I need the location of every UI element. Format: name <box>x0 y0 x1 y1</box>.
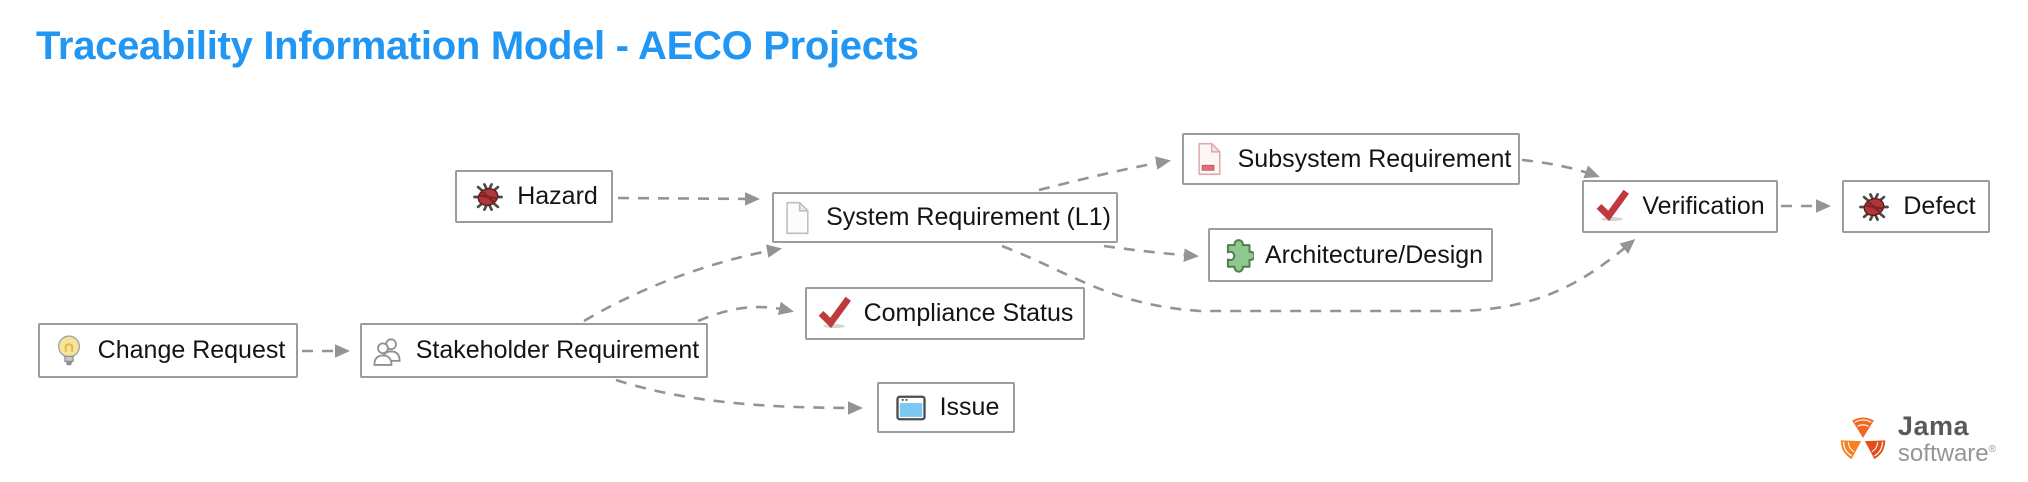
edge-system-requirement-l1-to-verification <box>1001 239 1636 313</box>
check-icon <box>1595 189 1631 225</box>
bug-icon <box>473 182 504 211</box>
node-label: Architecture/Design <box>1264 240 1484 269</box>
page-title: Traceability Information Model - AECO Pr… <box>36 24 919 68</box>
edge-hazard-to-system-requirement-l1 <box>617 192 761 206</box>
node-label: Change Request <box>97 336 286 364</box>
people-icon <box>373 337 401 366</box>
logo-sub-word: software <box>1897 440 1989 467</box>
edge-system-requirement-l1-to-architecture-design <box>1103 244 1199 262</box>
node-verification: Verification <box>1582 180 1778 233</box>
node-label: System Requirement (L1) <box>826 203 1111 231</box>
edge-system-requirement-l1-to-subsystem-requirement <box>1038 156 1171 192</box>
node-label: Defect <box>1903 192 1976 220</box>
document-icon <box>786 201 809 234</box>
node-label: Compliance Status <box>863 299 1074 327</box>
node-label: Hazard <box>517 182 598 210</box>
edge-subsystem-requirement-to-verification <box>1521 158 1600 179</box>
node-issue: Issue <box>877 382 1015 433</box>
node-label: Subsystem Requirement <box>1237 144 1512 173</box>
node-system-requirement-l1: System Requirement (L1) <box>772 192 1118 243</box>
node-subsystem-requirement: Subsystem Requirement <box>1182 133 1520 185</box>
node-architecture-design: Architecture/Design <box>1208 228 1493 282</box>
node-label: Stakeholder Requirement <box>415 336 700 364</box>
node-label: Issue <box>939 393 1000 421</box>
node-change-request: Change Request <box>38 323 298 378</box>
puzzle-icon <box>1226 239 1254 273</box>
jama-logo-icon <box>1836 415 1889 462</box>
document-red-icon <box>1197 142 1221 176</box>
logo-sub-text: software® <box>1898 442 1996 466</box>
node-stakeholder-requirement: Stakeholder Requirement <box>360 323 708 378</box>
node-defect: Defect <box>1842 180 1990 233</box>
node-label: Verification <box>1642 192 1765 220</box>
node-compliance-status: Compliance Status <box>805 287 1085 340</box>
edge-stakeholder-requirement-to-system-requirement-l1 <box>583 244 782 323</box>
edge-stakeholder-requirement-to-compliance-status <box>697 301 794 323</box>
window-icon <box>895 395 926 420</box>
registered-mark: ® <box>1988 444 1996 455</box>
bulb-icon <box>57 334 81 366</box>
node-hazard: Hazard <box>455 170 613 223</box>
bug-icon <box>1859 192 1890 221</box>
jama-software-logo: Jama software® <box>1836 413 1996 466</box>
edge-stakeholder-requirement-to-issue <box>615 378 864 415</box>
check-icon <box>817 296 853 332</box>
logo-brand-text: Jama <box>1897 411 1969 441</box>
logo-text: Jama software® <box>1898 413 1996 466</box>
